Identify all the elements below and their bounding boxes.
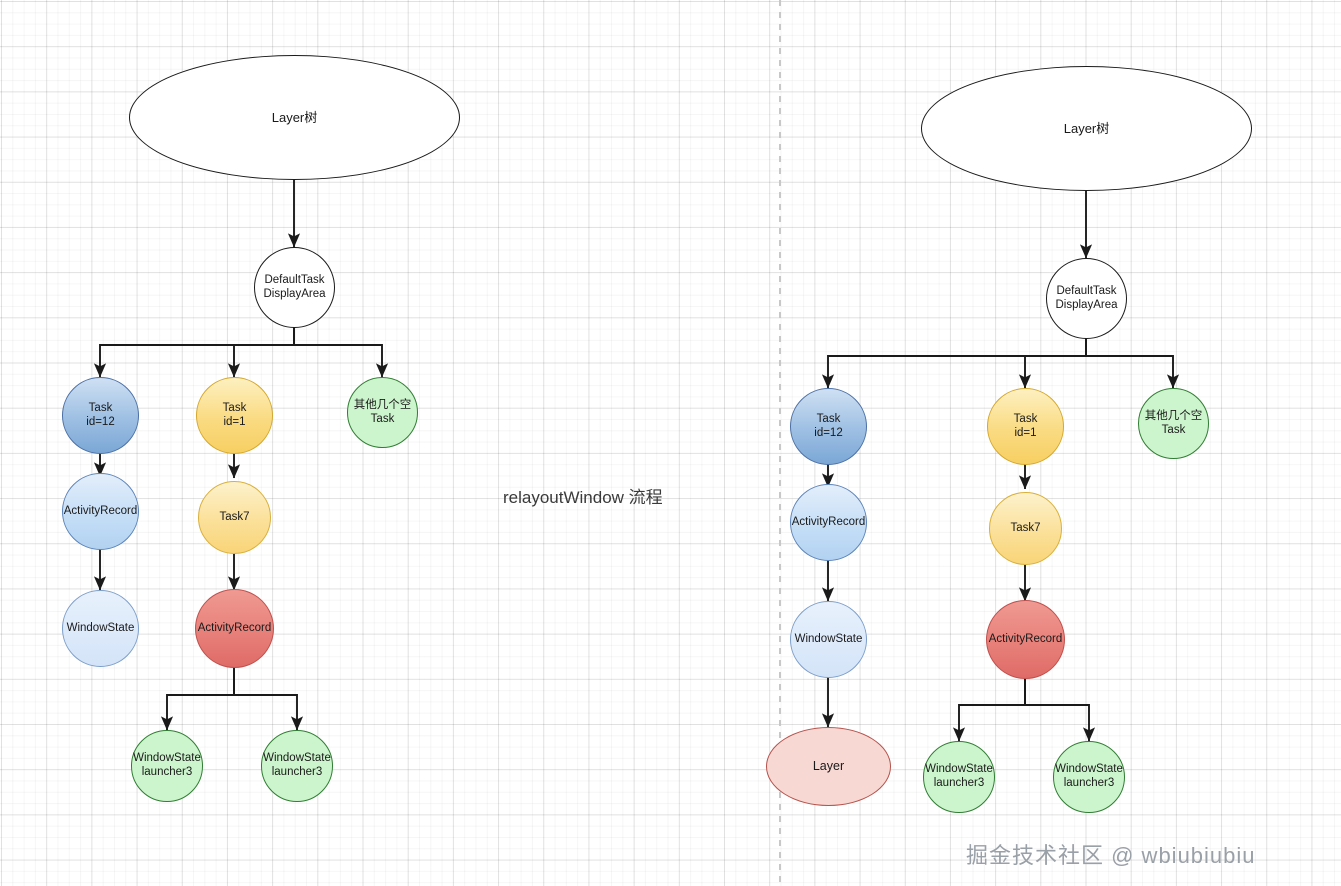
right-activity-record-blue[interactable]: ActivityRecord: [790, 484, 867, 561]
right-task-id-12[interactable]: Task id=12: [790, 388, 867, 465]
right-layer-node[interactable]: Layer: [766, 727, 891, 806]
center-flow-label: relayoutWindow 流程: [503, 488, 663, 507]
left-window-state-launcher3-a[interactable]: WindowState launcher3: [131, 730, 203, 802]
right-task7[interactable]: Task7: [989, 492, 1062, 565]
right-window-state[interactable]: WindowState: [790, 601, 867, 678]
left-default-task-display-area[interactable]: DefaultTask DisplayArea: [254, 247, 335, 328]
left-activity-record-blue[interactable]: ActivityRecord: [62, 473, 139, 550]
left-window-state-launcher3-b[interactable]: WindowState launcher3: [261, 730, 333, 802]
left-window-state[interactable]: WindowState: [62, 590, 139, 667]
right-activity-record-red[interactable]: ActivityRecord: [986, 600, 1065, 679]
left-activity-record-red[interactable]: ActivityRecord: [195, 589, 274, 668]
right-other-empty-tasks[interactable]: 其他几个空 Task: [1138, 388, 1209, 459]
right-window-state-launcher3-b[interactable]: WindowState launcher3: [1053, 741, 1125, 813]
right-default-task-display-area[interactable]: DefaultTask DisplayArea: [1046, 258, 1127, 339]
watermark-text: 掘金技术社区 @ wbiubiubiu: [966, 843, 1256, 868]
left-task-id-12[interactable]: Task id=12: [62, 377, 139, 454]
left-task-id-1[interactable]: Task id=1: [196, 377, 273, 454]
left-task7[interactable]: Task7: [198, 481, 271, 554]
right-root-layer-tree[interactable]: Layer树: [921, 66, 1252, 191]
left-root-layer-tree[interactable]: Layer树: [129, 55, 460, 180]
right-window-state-launcher3-a[interactable]: WindowState launcher3: [923, 741, 995, 813]
left-other-empty-tasks[interactable]: 其他几个空 Task: [347, 377, 418, 448]
right-task-id-1[interactable]: Task id=1: [987, 388, 1064, 465]
